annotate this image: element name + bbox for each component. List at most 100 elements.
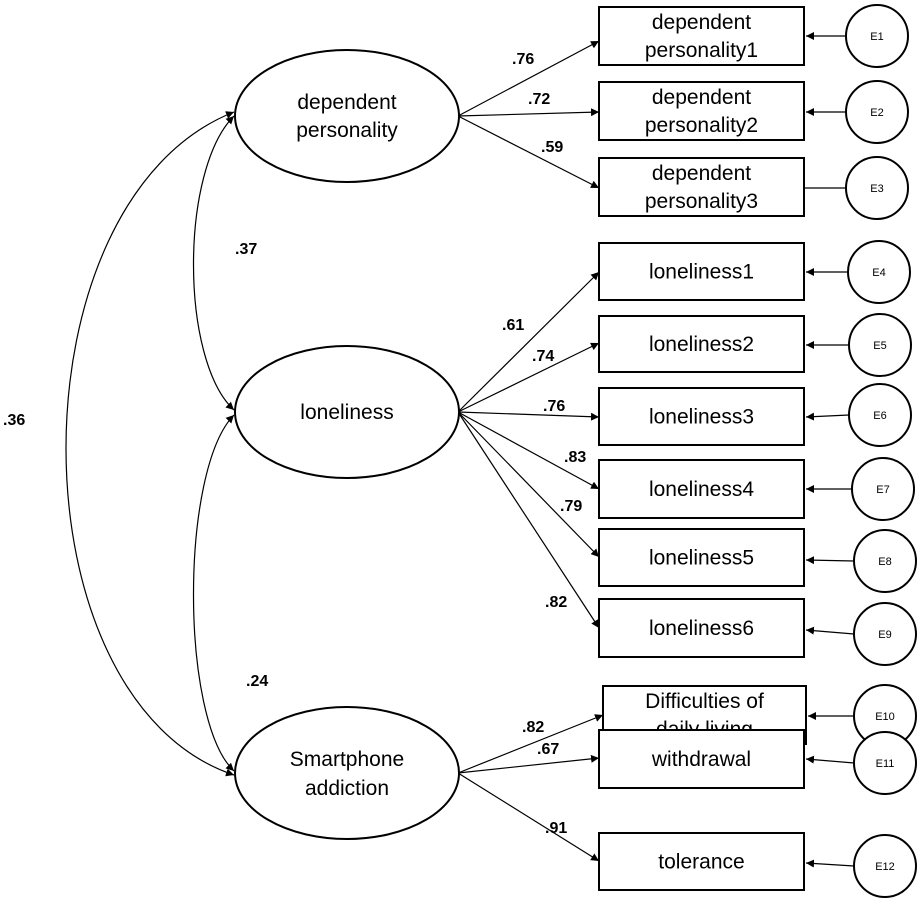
indicator-rect <box>598 832 805 891</box>
error-label: E1 <box>870 31 883 43</box>
indicator-rect <box>598 315 805 373</box>
latent-ellipse <box>234 706 460 840</box>
error-arrow <box>805 859 855 868</box>
loading-arrow <box>457 411 600 629</box>
error-label: E6 <box>873 410 886 422</box>
error-term: E2 <box>845 80 909 144</box>
latent-ellipse <box>234 345 460 479</box>
error-label: E8 <box>878 556 891 568</box>
error-arrow <box>805 626 855 635</box>
error-circle <box>845 4 909 68</box>
loading-arrow <box>457 714 604 774</box>
loading-label: .82 <box>522 719 544 736</box>
latent-label-line: dependent <box>297 91 396 114</box>
indicator-rect <box>598 6 805 66</box>
loading-arrow <box>457 108 600 117</box>
latent-label-line: personality <box>296 119 398 142</box>
loading-label: .67 <box>537 741 559 758</box>
loading-label: .59 <box>541 139 563 156</box>
indicator-label-line: tolerance <box>658 851 744 874</box>
error-circle <box>853 602 917 666</box>
loading-arrow <box>457 342 600 413</box>
error-circle <box>847 240 911 304</box>
error-label: E10 <box>875 711 895 723</box>
indicator-label-line: personality1 <box>645 39 758 62</box>
indicator-label-line: loneliness6 <box>649 617 754 640</box>
latent-smartphone-addiction: Smartphone addiction <box>234 706 460 840</box>
indicator-box: withdrawal <box>598 729 805 789</box>
loading-arrow <box>457 772 600 862</box>
error-circle <box>848 313 912 377</box>
indicator-label-line: loneliness3 <box>649 406 754 429</box>
indicator-rect <box>598 81 805 141</box>
indicator-box: loneliness6 <box>598 598 805 658</box>
indicator-label-line: loneliness2 <box>649 333 754 356</box>
indicator-rect <box>598 729 805 789</box>
indicator-box: loneliness1 <box>598 242 805 301</box>
indicator-box: loneliness2 <box>598 315 805 373</box>
error-arrow <box>805 556 855 565</box>
indicator-label-line: dependent <box>652 162 751 185</box>
indicator-rect <box>598 459 805 519</box>
error-term: E9 <box>853 602 917 666</box>
loading-label: .72 <box>528 91 550 108</box>
loading-label: .82 <box>545 594 567 611</box>
indicator-rect <box>598 242 805 301</box>
error-term: E4 <box>847 240 911 304</box>
error-term: E12 <box>853 834 917 898</box>
error-term: E11 <box>853 731 917 795</box>
indicator-rect <box>598 157 805 217</box>
error-circle <box>848 383 912 447</box>
error-label: E7 <box>876 484 889 496</box>
loading-arrow <box>457 115 600 189</box>
loading-label: .76 <box>543 398 565 415</box>
error-term: E6 <box>848 383 912 447</box>
loading-arrow <box>457 271 600 413</box>
indicator-label-line: dependent <box>652 86 751 109</box>
indicator-label-line: Difficulties of <box>645 690 764 713</box>
loading-arrows <box>457 40 604 862</box>
indicator-rect <box>598 387 805 446</box>
indicator-box: tolerance <box>598 832 805 891</box>
error-label: E2 <box>870 107 883 119</box>
error-term: E1 <box>845 4 909 68</box>
loading-arrow <box>457 754 600 774</box>
error-label: E12 <box>875 861 895 873</box>
correlation-label-dependent-smartphone: .36 <box>3 412 25 429</box>
correlation-curve-loneliness-smartphone <box>192 414 235 772</box>
error-label: E3 <box>870 183 883 195</box>
latent-ellipse <box>234 49 460 183</box>
loading-label: .91 <box>545 820 567 837</box>
indicator-label-line: loneliness5 <box>649 547 754 570</box>
correlation-label-dependent-loneliness: .37 <box>235 241 257 258</box>
loading-arrow <box>457 411 600 558</box>
indicator-label-line: personality2 <box>645 114 758 137</box>
error-term: E3 <box>845 156 909 220</box>
error-circle <box>845 80 909 144</box>
indicator-rect <box>598 598 805 658</box>
loading-label: .79 <box>560 498 582 515</box>
indicator-label-line: loneliness4 <box>649 478 754 501</box>
indicator-box: loneliness5 <box>598 528 805 587</box>
error-arrow <box>805 755 855 764</box>
loading-arrow <box>457 40 600 117</box>
indicator-box: loneliness4 <box>598 459 805 519</box>
loading-arrow <box>457 411 600 421</box>
loading-label: .83 <box>564 449 586 466</box>
correlation-curve-dependent-loneliness <box>193 115 235 411</box>
loading-label: .74 <box>532 348 554 365</box>
latent-loneliness: loneliness <box>234 345 460 479</box>
loading-label: .76 <box>512 51 534 68</box>
indicator-rect <box>598 528 805 587</box>
loading-label: .61 <box>502 317 524 334</box>
error-label: E5 <box>873 340 886 352</box>
error-term: E8 <box>853 529 917 593</box>
error-arrow <box>805 412 850 421</box>
error-circle <box>853 834 917 898</box>
error-arrows <box>797 32 855 868</box>
